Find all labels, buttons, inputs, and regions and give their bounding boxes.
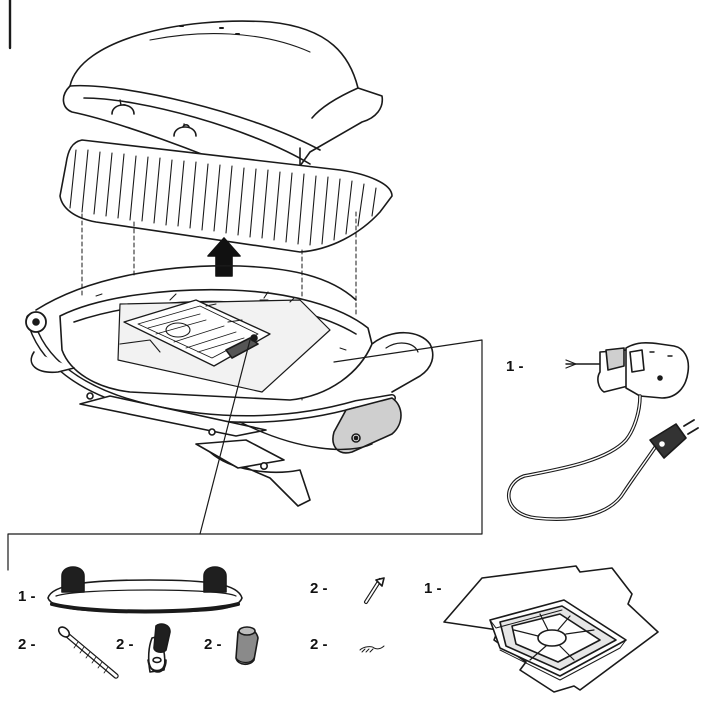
- clip-icon: [359, 645, 385, 653]
- caps-qty: 2 -: [204, 636, 222, 653]
- electric-element-icon: [507, 342, 699, 521]
- handle-icon: [47, 566, 243, 614]
- handle-qty: 1 -: [18, 588, 36, 605]
- cooking-grate-icon: [59, 139, 393, 253]
- electric-element-qty: 1 -: [506, 358, 524, 375]
- spacers-qty: 2 -: [116, 636, 134, 653]
- callout-lines: [7, 339, 483, 571]
- lift-arrow-icon: [207, 237, 241, 277]
- bolt-icon: [57, 626, 119, 679]
- spacer-icon: [147, 623, 171, 673]
- cap-icon: [235, 626, 259, 666]
- alignment-lines: [81, 211, 357, 401]
- pins-qty: 2 -: [310, 580, 328, 597]
- pin-icon: [364, 577, 385, 604]
- grill-lid-icon: [62, 20, 384, 188]
- clips-qty: 2 -: [310, 636, 328, 653]
- drip-tray-qty: 1 -: [424, 580, 442, 597]
- grill-base-icon: [25, 264, 434, 507]
- drip-tray-icon: [443, 565, 659, 693]
- bolts-qty: 2 -: [18, 636, 36, 653]
